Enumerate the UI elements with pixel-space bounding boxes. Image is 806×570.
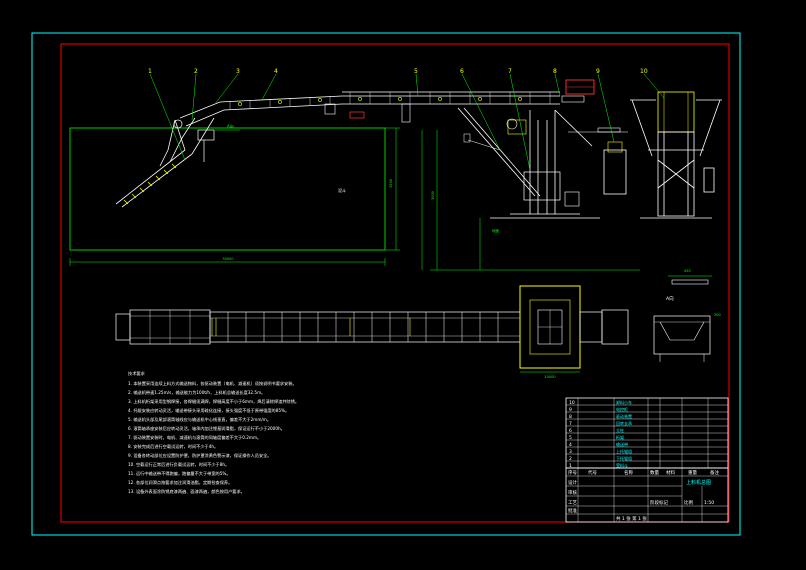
dim-h2: 3000 bbox=[431, 191, 435, 200]
control-cabinet bbox=[603, 149, 627, 195]
ground-label: 地面 bbox=[492, 228, 500, 233]
view-a-arrow-label: A向 bbox=[227, 123, 234, 129]
note-7: 7. 驱动装置安装时，电机、减速机与滚筒的同轴度偏差不大于0.2mm。 bbox=[128, 434, 261, 441]
note-5: 5. 输送机头部及尾部滚筒轴线应与输送机中心线垂直，偏差不大于2mm/m。 bbox=[128, 416, 271, 423]
balloon-4: 4 bbox=[274, 68, 278, 75]
note-9: 9. 设备各转动部位应设置防护罩，防护罩涂黄色警示漆，保证操作人员安全。 bbox=[128, 452, 272, 459]
inclined-feeder bbox=[115, 117, 215, 208]
title-block: 序号 代号 名称 数量 材料 重量 备注 设计 审核 工艺 批准 上料机总图 阶… bbox=[565, 467, 729, 523]
dim-plan: 10000 bbox=[544, 375, 555, 379]
dim-h1: 1500 bbox=[389, 179, 393, 188]
col-no: 序号 bbox=[568, 469, 577, 476]
part-no-1: 1 bbox=[569, 463, 572, 469]
parts-list: 10 卸料小车 9 电控柜 8 驱动装置 7 回转支承 6 立柱 5 桁架 4 … bbox=[565, 397, 729, 469]
tb-design: 设计 bbox=[568, 479, 577, 486]
note-4: 4. 托辊安装应转动灵活，输送带接头采用硫化连接，接头强度不低于原带强度的85%… bbox=[128, 407, 289, 414]
balloon-9: 9 bbox=[596, 68, 600, 75]
balloon-5: 5 bbox=[414, 68, 418, 75]
feeder-rollers bbox=[123, 163, 177, 205]
tb-stage: 阶段标记 bbox=[650, 499, 668, 506]
part-name-4: 输送带 bbox=[616, 441, 628, 447]
balloon-2: 2 bbox=[194, 68, 198, 75]
balloon-leaders bbox=[149, 73, 665, 171]
view-a-title: A向 bbox=[666, 295, 674, 302]
notes-heading: 技术要求 bbox=[128, 370, 146, 377]
balloon-10: 10 bbox=[640, 68, 648, 75]
col-note: 备注 bbox=[710, 469, 719, 476]
part-name-2: 下托辊组 bbox=[616, 455, 632, 461]
tb-scale-value: 1:50 bbox=[704, 500, 714, 506]
col-name: 名称 bbox=[624, 469, 633, 476]
note-10: 10. 空载运行正常后进行负载试运转，时间不少于8h。 bbox=[128, 461, 229, 468]
balloon-3: 3 bbox=[236, 68, 240, 75]
plan-idlers bbox=[211, 318, 411, 336]
dim-w1: 30000 bbox=[222, 257, 233, 261]
col-code: 代号 bbox=[588, 469, 597, 476]
col-material: 材料 bbox=[666, 469, 675, 476]
inner-frame bbox=[60, 43, 730, 523]
main-truss bbox=[179, 91, 560, 127]
elevation-view: 30000 1500 泥斗 A向 bbox=[69, 79, 640, 271]
support-column bbox=[457, 107, 600, 219]
tb-check: 审核 bbox=[568, 489, 577, 496]
part-no-8: 8 bbox=[569, 414, 572, 420]
truss-web bbox=[229, 92, 551, 109]
part-name-5: 桁架 bbox=[616, 434, 624, 440]
technical-notes: 技术要求 1. 本装置采用连续上料方式输送物料，各驱动装置（电机、减速机）须按说… bbox=[128, 370, 299, 495]
part-no-7: 7 bbox=[569, 421, 572, 427]
note-3: 3. 上料机桁架采用型钢焊接，各焊缝须满焊，焊缝高度不小于6mm，焊后清除焊渣并… bbox=[128, 398, 299, 405]
tb-scale-label: 比例 bbox=[684, 499, 693, 506]
tb-process: 工艺 bbox=[568, 500, 577, 506]
note-1: 1. 本装置采用连续上料方式输送物料，各驱动装置（电机、减速机）须按说明书要求安… bbox=[128, 380, 297, 387]
part-no-9: 9 bbox=[569, 407, 572, 413]
balloon-7: 7 bbox=[508, 68, 512, 75]
col-weight: 重量 bbox=[688, 469, 697, 476]
note-2: 2. 输送机带速1.25m/s，输送能力为100t/h，上料机总输送长度32.5… bbox=[128, 389, 265, 396]
part-name-7: 回转支承 bbox=[616, 420, 632, 426]
part-no-4: 4 bbox=[569, 442, 572, 448]
balloon-8: 8 bbox=[553, 68, 557, 75]
side-view bbox=[630, 91, 722, 219]
note-11: 11. 运行中输送带不得跑偏，跑偏量不大于带宽的5%。 bbox=[128, 470, 231, 477]
balloons: 1 2 3 4 5 6 7 8 9 10 bbox=[148, 68, 648, 75]
col-qty: 数量 bbox=[650, 469, 659, 476]
hopper-pit bbox=[69, 127, 386, 251]
note-13: 13. 设备外表面涂防锈底漆两遍、面漆两遍，颜色按用户要求。 bbox=[128, 488, 245, 495]
view-a-detail: A向 450 300 bbox=[653, 269, 721, 362]
balloon-6: 6 bbox=[460, 68, 464, 75]
tb-approve: 批准 bbox=[568, 507, 577, 514]
note-6: 6. 滚筒轴承座安装后应转动灵活，轴承内加注锂基润滑脂，保证运行不小于2000h… bbox=[128, 425, 285, 432]
part-name-3: 上托辊组 bbox=[616, 448, 632, 454]
dim-side2: 300 bbox=[714, 313, 721, 317]
part-no-6: 6 bbox=[569, 428, 572, 434]
outer-frame bbox=[31, 32, 741, 536]
part-no-3: 3 bbox=[569, 449, 572, 455]
part-no-5: 5 bbox=[569, 435, 572, 441]
dim-side: 450 bbox=[684, 269, 691, 273]
part-name-6: 立柱 bbox=[616, 427, 624, 433]
part-name-1: 受料斗 bbox=[616, 462, 628, 468]
hopper-label: 泥斗 bbox=[338, 187, 346, 193]
plan-frames bbox=[227, 312, 499, 342]
balloon-1: 1 bbox=[148, 68, 152, 75]
truss-rollers bbox=[238, 97, 522, 106]
part-name-8: 驱动装置 bbox=[616, 413, 632, 419]
plan-view: 10000 bbox=[115, 285, 629, 379]
part-no-2: 2 bbox=[569, 456, 572, 462]
tb-sheet-title: 上料机总图 bbox=[686, 479, 711, 486]
part-no-10: 10 bbox=[569, 400, 575, 406]
note-8: 8. 安装完成后进行空载试运转，时间不少于4h。 bbox=[128, 443, 218, 450]
part-name-10: 卸料小车 bbox=[616, 399, 632, 405]
tb-sheet: 共 1 张 第 1 张 bbox=[616, 515, 647, 522]
note-12: 12. 各部位润滑点按要求加注润滑油脂，定期检查保养。 bbox=[128, 479, 232, 486]
part-name-9: 电控柜 bbox=[616, 406, 628, 412]
